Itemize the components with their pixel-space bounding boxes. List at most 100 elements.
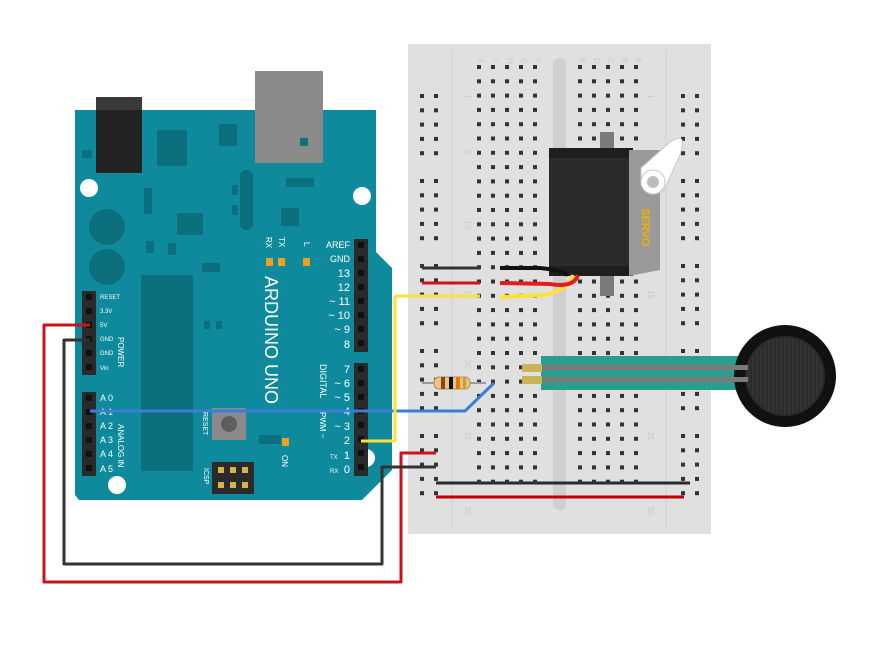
breadboard-hole[interactable] [505,107,509,112]
breadboard-hole[interactable] [477,179,481,184]
rail-hole[interactable] [681,321,685,326]
breadboard-hole[interactable] [578,122,582,127]
rail-hole[interactable] [681,151,685,156]
rail-hole[interactable] [420,151,424,156]
breadboard-hole[interactable] [620,308,624,313]
breadboard-hole[interactable] [606,65,610,69]
breadboard-hole[interactable] [634,93,638,98]
rail-hole[interactable] [695,292,699,297]
rail-hole[interactable] [420,136,424,141]
rail-hole[interactable] [420,193,424,198]
breadboard-hole[interactable] [491,250,495,255]
breadboard-hole[interactable] [533,308,537,313]
breadboard-hole[interactable] [519,408,523,413]
header-pin[interactable] [358,312,364,318]
breadboard-hole[interactable] [477,150,481,155]
breadboard-hole[interactable] [491,150,495,155]
rail-hole[interactable] [434,221,438,226]
breadboard-hole[interactable] [505,365,509,370]
rail-hole[interactable] [434,264,438,268]
breadboard-hole[interactable] [519,479,523,484]
breadboard-hole[interactable] [634,479,638,484]
header-pin[interactable] [86,451,92,457]
rail-hole[interactable] [681,448,685,453]
breadboard-hole[interactable] [477,136,481,141]
breadboard-hole[interactable] [491,408,495,413]
rail-hole[interactable] [434,236,438,241]
rail-hole[interactable] [681,136,685,141]
breadboard-hole[interactable] [505,222,509,227]
header-pin[interactable] [86,364,92,370]
breadboard-hole[interactable] [620,408,624,413]
rail-hole[interactable] [695,136,699,141]
breadboard-hole[interactable] [491,179,495,184]
header-pin[interactable] [86,395,92,401]
breadboard-hole[interactable] [477,193,481,198]
rail-hole[interactable] [681,406,685,411]
breadboard-hole[interactable] [592,465,596,470]
rail-hole[interactable] [695,491,699,496]
breadboard-hole[interactable] [634,422,638,427]
rail-hole[interactable] [434,108,438,113]
breadboard-hole[interactable] [606,479,610,484]
header-pin[interactable] [86,308,92,314]
breadboard-hole[interactable] [578,308,582,313]
breadboard-hole[interactable] [491,279,495,284]
rail-hole[interactable] [695,122,699,127]
breadboard-hole[interactable] [519,393,523,398]
breadboard-hole[interactable] [620,393,624,398]
breadboard-hole[interactable] [491,165,495,170]
breadboard-hole[interactable] [519,136,523,141]
breadboard-hole[interactable] [491,451,495,456]
breadboard-hole[interactable] [491,265,495,270]
breadboard-hole[interactable] [491,308,495,313]
rail-hole[interactable] [681,193,685,198]
breadboard-hole[interactable] [491,65,495,69]
rail-hole[interactable] [681,94,685,98]
breadboard-hole[interactable] [592,65,596,69]
breadboard-hole[interactable] [477,222,481,227]
breadboard-hole[interactable] [519,422,523,427]
breadboard-hole[interactable] [533,479,537,484]
breadboard-hole[interactable] [634,65,638,69]
breadboard-hole[interactable] [592,308,596,313]
breadboard-hole[interactable] [634,107,638,112]
breadboard-hole[interactable] [592,351,596,355]
rail-hole[interactable] [681,264,685,268]
breadboard-hole[interactable] [491,136,495,141]
breadboard-hole[interactable] [592,436,596,441]
breadboard-hole[interactable] [533,236,537,241]
breadboard-hole[interactable] [533,322,537,327]
breadboard-hole[interactable] [477,208,481,212]
breadboard-hole[interactable] [533,351,537,355]
breadboard-hole[interactable] [592,393,596,398]
breadboard-hole[interactable] [519,193,523,198]
rail-hole[interactable] [681,462,685,467]
breadboard-hole[interactable] [491,222,495,227]
breadboard-hole[interactable] [505,351,509,355]
breadboard-hole[interactable] [620,107,624,112]
rail-hole[interactable] [434,462,438,467]
rail-hole[interactable] [434,448,438,453]
breadboard-hole[interactable] [620,136,624,141]
breadboard-hole[interactable] [533,150,537,155]
breadboard-hole[interactable] [533,222,537,227]
header-pin[interactable] [358,298,364,304]
rail-hole[interactable] [434,406,438,411]
breadboard-hole[interactable] [592,93,596,98]
breadboard-hole[interactable] [477,122,481,127]
breadboard-hole[interactable] [620,336,624,341]
breadboard-hole[interactable] [634,122,638,127]
header-pin[interactable] [86,423,92,429]
breadboard-hole[interactable] [477,408,481,413]
rail-hole[interactable] [434,136,438,141]
breadboard-hole[interactable] [519,150,523,155]
breadboard-hole[interactable] [634,308,638,313]
rail-hole[interactable] [434,306,438,311]
breadboard-hole[interactable] [533,451,537,456]
header-pin[interactable] [358,366,364,372]
breadboard-hole[interactable] [620,122,624,127]
breadboard-hole[interactable] [505,465,509,470]
breadboard-hole[interactable] [592,408,596,413]
breadboard-hole[interactable] [491,379,495,384]
